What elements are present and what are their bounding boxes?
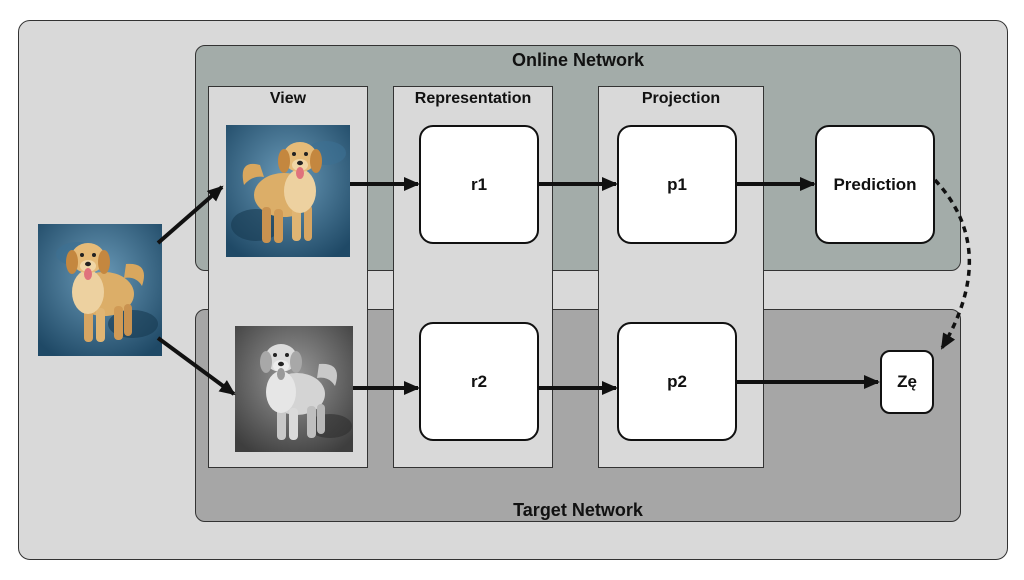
prediction-node: Prediction (815, 125, 935, 244)
dashed-arrow-prediction-to-z (933, 178, 971, 350)
r2-node: r2 (419, 322, 539, 441)
target-network-title: Target Network (513, 500, 643, 520)
z-target-node: Zę (880, 350, 934, 414)
view2-grayscale-image (235, 326, 353, 452)
online-network-title: Online Network (511, 50, 645, 70)
view-column-title: View (269, 90, 307, 107)
arrow-input-to-view2 (156, 336, 236, 396)
arrow-input-to-view1 (156, 185, 224, 245)
r1-node: r1 (419, 125, 539, 244)
p2-node: p2 (617, 322, 737, 441)
p1-node: p1 (617, 125, 737, 244)
projection-column-title: Projection (641, 90, 721, 107)
representation-column-title: Representation (414, 90, 532, 107)
view1-color-image (226, 125, 350, 257)
input-dog-image (38, 224, 162, 356)
